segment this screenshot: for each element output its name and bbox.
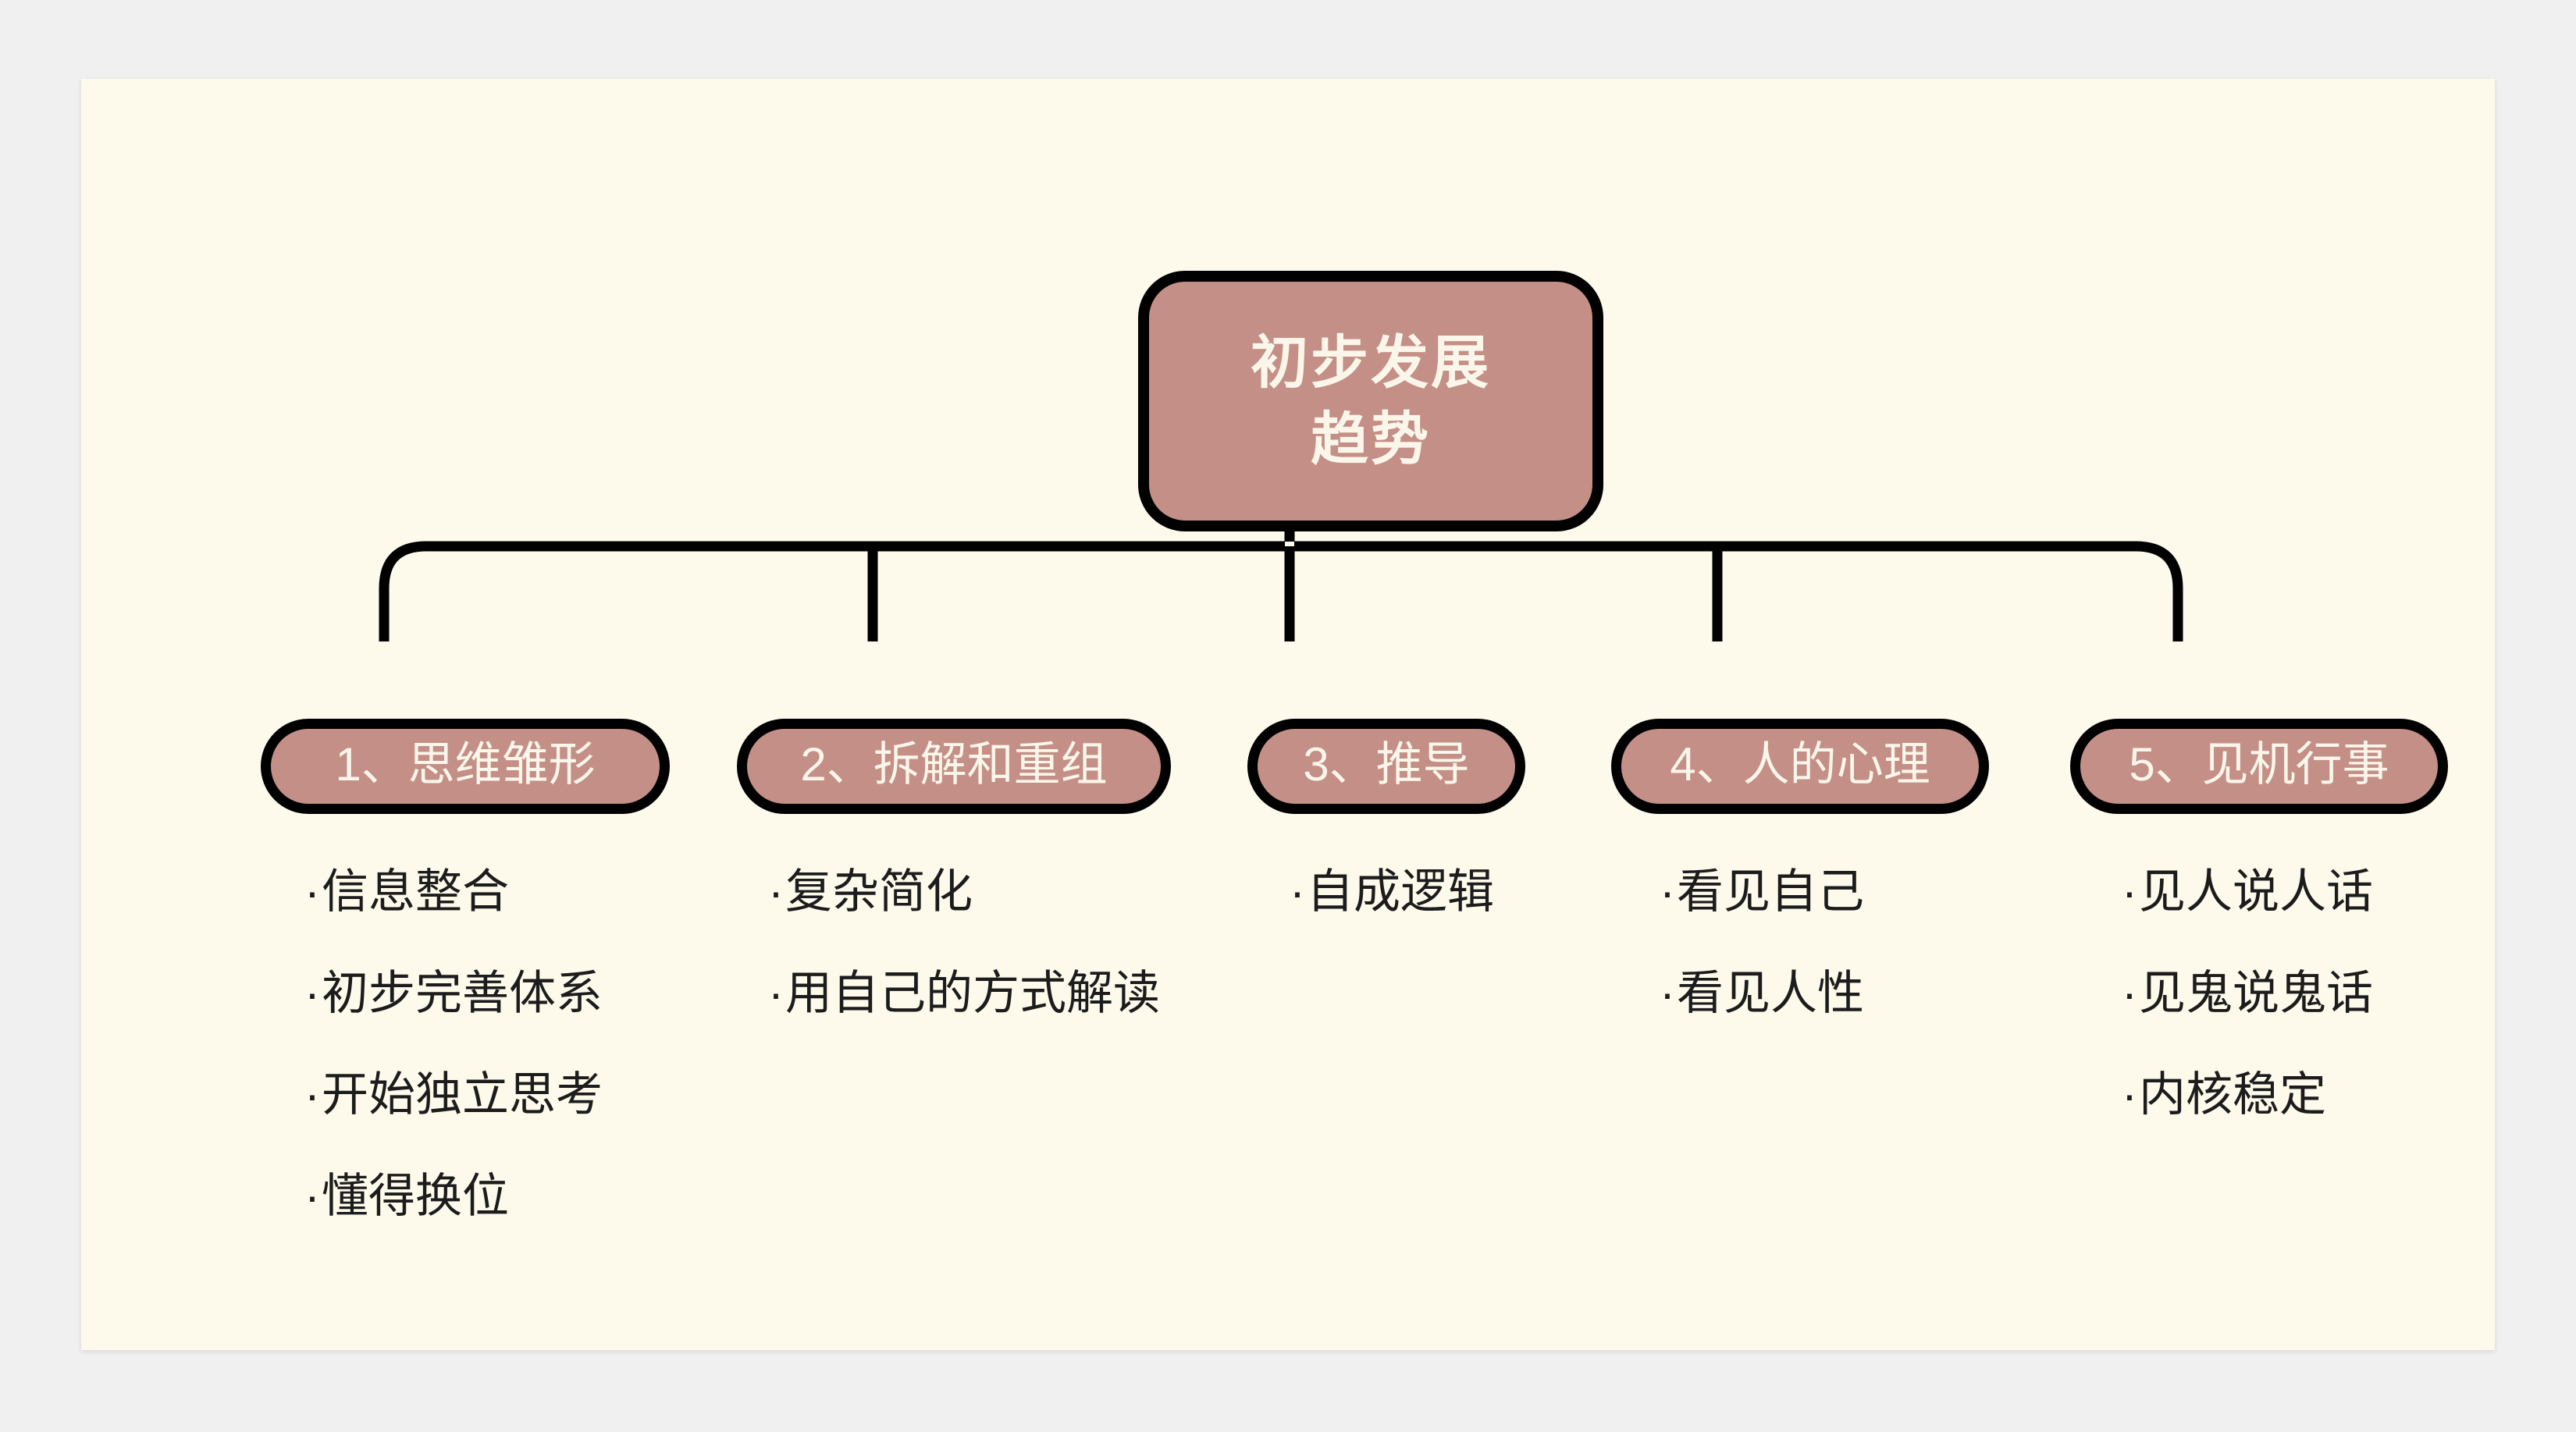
bullet-dot-icon: · [2122, 1068, 2137, 1121]
bullet-dot-icon: · [2122, 865, 2137, 918]
bullet-dot-icon: · [2122, 967, 2137, 1019]
branch-node-2[interactable]: 2、拆解和重组 [737, 719, 1171, 814]
branch-node-4[interactable]: 4、人的心理 [1611, 719, 1989, 814]
branch-node-4-label: 4、人的心理 [1670, 738, 1930, 791]
leaf-column-3: · 自成逻辑 [1290, 869, 1494, 970]
leaf-column-2: · 复杂简化 · 用自己的方式解读 [768, 869, 1160, 1071]
bullet-dot-icon: · [304, 865, 320, 918]
leaf-item: · 开始独立思考 [304, 1071, 603, 1118]
leaf-item-label: 看见自己 [1676, 865, 1864, 918]
bullet-dot-icon: · [1290, 865, 1305, 918]
leaf-column-4: · 看见自己 · 看见人性 [1660, 869, 1864, 1071]
branch-node-5-label: 5、见机行事 [2129, 738, 2389, 791]
leaf-item-label: 见鬼说鬼话 [2138, 967, 2373, 1019]
leaf-item-label: 自成逻辑 [1306, 865, 1494, 918]
leaf-item: · 自成逻辑 [1290, 869, 1494, 915]
leaf-item: · 见人说人话 [2122, 869, 2373, 915]
bullet-dot-icon: · [1660, 967, 1675, 1019]
branch-node-5[interactable]: 5、见机行事 [2070, 719, 2448, 814]
leaf-item: · 内核稳定 [2122, 1071, 2373, 1118]
bullet-dot-icon: · [768, 865, 784, 918]
leaf-column-1: · 信息整合 · 初步完善体系 · 开始独立思考 · 懂得换位 [304, 869, 603, 1274]
bullet-dot-icon: · [1660, 865, 1675, 918]
leaf-item-label: 开始独立思考 [321, 1068, 603, 1121]
leaf-item-label: 看见人性 [1676, 967, 1864, 1019]
branch-node-3-label: 3、推导 [1303, 738, 1470, 791]
leaf-item: · 复杂简化 [768, 869, 1160, 915]
leaf-item-label: 懂得换位 [321, 1170, 509, 1222]
leaf-item: · 初步完善体系 [304, 970, 603, 1017]
bullet-dot-icon: · [304, 1068, 320, 1121]
leaf-item: · 信息整合 [304, 869, 603, 915]
leaf-item-label: 内核稳定 [2138, 1068, 2326, 1121]
root-node-line-1: 初步发展 [1251, 330, 1491, 396]
edge-root-to-branch-5 [1294, 541, 2183, 641]
leaf-item-label: 信息整合 [321, 865, 509, 918]
leaf-item: · 看见人性 [1660, 970, 1864, 1017]
bullet-dot-icon: · [304, 1170, 320, 1222]
bullet-dot-icon: · [768, 967, 784, 1019]
leaf-item-label: 初步完善体系 [321, 967, 603, 1019]
root-node[interactable]: 初步发展 趋势 [1138, 271, 1603, 531]
leaf-item-label: 用自己的方式解读 [785, 967, 1160, 1019]
leaf-column-5: · 见人说人话 · 见鬼说鬼话 · 内核稳定 [2122, 869, 2373, 1173]
branch-node-1-label: 1、思维雏形 [335, 738, 596, 791]
leaf-item: · 懂得换位 [304, 1173, 603, 1220]
leaf-item-label: 复杂简化 [785, 865, 973, 918]
leaf-item-label: 见人说人话 [2138, 865, 2373, 918]
edge-root-to-branch-1 [379, 541, 1285, 641]
branch-node-2-label: 2、拆解和重组 [800, 738, 1108, 791]
bullet-dot-icon: · [304, 967, 320, 1019]
leaf-item: · 看见自己 [1660, 869, 1864, 915]
root-node-line-2: 趋势 [1311, 407, 1431, 471]
branch-node-3[interactable]: 3、推导 [1247, 719, 1525, 814]
leaf-item: · 用自己的方式解读 [768, 970, 1160, 1017]
branch-node-1[interactable]: 1、思维雏形 [261, 719, 670, 814]
diagram-canvas: 初步发展 趋势 1、思维雏形 · 信息整合 · 初步完善体系 · 开始独立思考 … [81, 79, 2495, 1350]
leaf-item: · 见鬼说鬼话 [2122, 970, 2373, 1017]
